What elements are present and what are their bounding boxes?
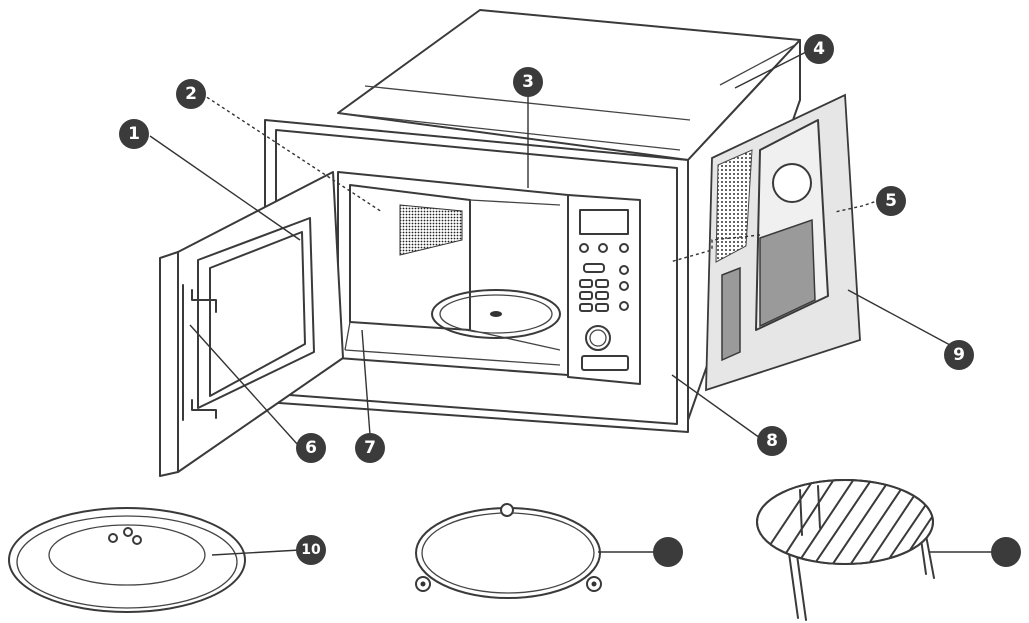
roller-ring	[415, 503, 602, 599]
callout-3: 3	[513, 67, 543, 97]
callout-8-label: 8	[766, 431, 778, 451]
callout-1: 1	[119, 119, 149, 149]
side-vent-mesh	[715, 149, 753, 263]
callout-6-label: 6	[305, 438, 317, 458]
callout-11	[653, 537, 683, 567]
control-panel	[567, 194, 641, 385]
glass-turntable-plate	[8, 507, 246, 613]
control-dial	[585, 325, 611, 351]
callout-10: 10	[296, 535, 326, 565]
grill-rack	[756, 479, 935, 621]
callout-1-label: 1	[128, 124, 140, 144]
callout-5: 5	[876, 186, 906, 216]
inner-turntable	[431, 289, 561, 339]
panel-port-opening	[772, 163, 812, 203]
oven-door	[159, 171, 344, 477]
display-window	[579, 209, 629, 235]
control-buttons	[579, 243, 629, 312]
callout-7: 7	[355, 433, 385, 463]
callout-10-label: 10	[301, 542, 321, 558]
callout-2: 2	[176, 79, 206, 109]
callout-4: 4	[804, 34, 834, 64]
callout-9-label: 9	[953, 345, 965, 365]
callout-6: 6	[296, 433, 326, 463]
cavity-vent-mesh	[399, 204, 463, 256]
door-release-button	[581, 355, 629, 371]
callout-4-label: 4	[813, 39, 825, 59]
leader-lines	[149, 49, 993, 556]
callout-7-label: 7	[364, 438, 376, 458]
callout-8: 8	[757, 426, 787, 456]
callout-9: 9	[944, 340, 974, 370]
callout-12	[991, 537, 1021, 567]
side-protective-panel	[705, 93, 861, 392]
oven-cavity	[337, 171, 569, 376]
callout-3-label: 3	[522, 72, 534, 92]
callout-5-label: 5	[885, 191, 897, 211]
callout-2-label: 2	[185, 84, 197, 104]
